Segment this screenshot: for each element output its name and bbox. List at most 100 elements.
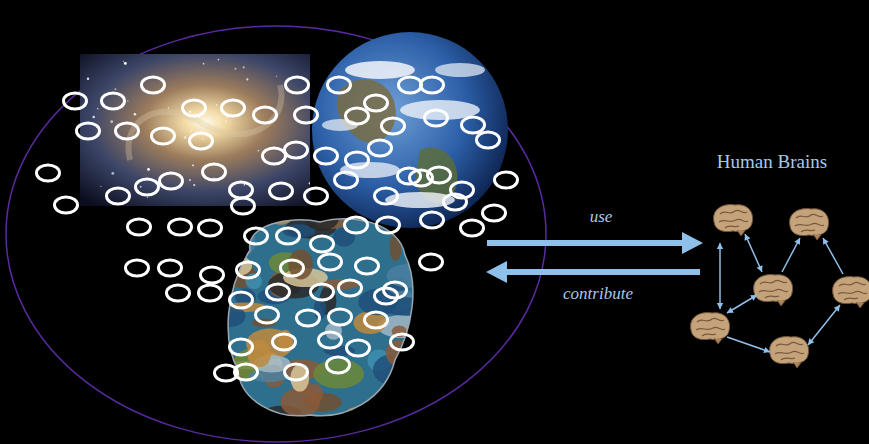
- ring: [375, 188, 398, 204]
- ring: [444, 194, 467, 210]
- ring: [345, 217, 368, 233]
- star: [203, 63, 205, 65]
- ring: [315, 148, 338, 164]
- earth-details: [322, 61, 485, 208]
- star: [199, 117, 200, 118]
- ring: [263, 148, 286, 164]
- ring: [421, 77, 444, 93]
- flow-label: contribute: [563, 284, 633, 304]
- ring: [384, 282, 407, 298]
- ring: [311, 284, 334, 300]
- ring: [230, 182, 253, 198]
- ring: [327, 357, 350, 373]
- brain-image: [790, 209, 829, 240]
- star: [123, 61, 124, 62]
- ring: [245, 228, 268, 244]
- ring: [270, 183, 293, 199]
- star: [235, 68, 237, 70]
- star: [100, 186, 101, 187]
- collage-patch: [345, 406, 381, 422]
- ring: [377, 217, 400, 233]
- ring: [369, 140, 392, 156]
- star: [189, 111, 191, 113]
- star: [93, 116, 95, 118]
- ring: [183, 100, 206, 116]
- galaxy-stars: [87, 59, 318, 203]
- ring: [335, 172, 358, 188]
- ring: [128, 219, 151, 235]
- star: [147, 168, 150, 171]
- star: [216, 104, 217, 105]
- collage-patch: [333, 227, 355, 246]
- ring: [142, 77, 165, 93]
- ring: [425, 110, 448, 126]
- collage-patch: [304, 206, 339, 231]
- star: [110, 120, 113, 123]
- ring: [107, 188, 130, 204]
- ring: [382, 118, 405, 134]
- ring: [232, 198, 255, 214]
- ring: [77, 123, 100, 139]
- ring: [356, 258, 379, 274]
- star: [87, 78, 89, 80]
- arrowhead: [727, 307, 734, 313]
- ring: [328, 77, 351, 93]
- ring: [169, 219, 192, 235]
- star: [127, 100, 128, 101]
- ring: [281, 260, 304, 276]
- brain-link: [727, 295, 757, 313]
- ring: [64, 93, 87, 109]
- knowledge-rings: [37, 77, 518, 381]
- ring: [286, 77, 309, 93]
- ring: [285, 142, 308, 158]
- brain-image: [833, 277, 869, 308]
- ring: [319, 332, 342, 348]
- ring: [190, 133, 213, 149]
- collage-patch: [281, 388, 321, 417]
- ring: [329, 309, 352, 325]
- ring: [273, 334, 296, 350]
- ring: [102, 93, 125, 109]
- group-heading: Human Brains: [717, 151, 827, 173]
- brain-link: [782, 238, 800, 272]
- ring: [410, 170, 433, 186]
- collage-patch: [409, 338, 427, 362]
- ring: [461, 220, 484, 236]
- ring: [222, 100, 245, 116]
- star: [168, 107, 169, 108]
- arrowhead: [745, 234, 751, 241]
- star: [192, 164, 194, 166]
- collage-patch: [228, 227, 255, 257]
- ring: [256, 307, 279, 323]
- star: [258, 150, 260, 152]
- ring: [305, 188, 328, 204]
- ring: [295, 107, 318, 123]
- arrowhead: [808, 338, 814, 345]
- ring: [399, 77, 422, 93]
- arrowhead: [823, 238, 829, 245]
- star: [243, 66, 245, 68]
- ring: [152, 128, 175, 144]
- star: [193, 184, 195, 186]
- ring: [421, 212, 444, 228]
- star: [225, 121, 226, 122]
- collage-patch: [395, 376, 423, 386]
- ring: [285, 364, 308, 380]
- ring: [391, 334, 414, 350]
- brain-image: [714, 205, 753, 236]
- star: [202, 138, 203, 139]
- ring: [55, 197, 78, 213]
- star: [218, 59, 220, 61]
- star: [189, 179, 191, 181]
- collage-outline: [228, 219, 413, 416]
- ring: [254, 107, 277, 123]
- brain-link: [719, 243, 721, 309]
- collage-patch: [389, 373, 438, 386]
- ring: [215, 365, 238, 381]
- ring: [346, 108, 369, 124]
- star: [97, 108, 99, 110]
- star: [276, 75, 277, 76]
- ring: [230, 292, 253, 308]
- star: [134, 113, 136, 115]
